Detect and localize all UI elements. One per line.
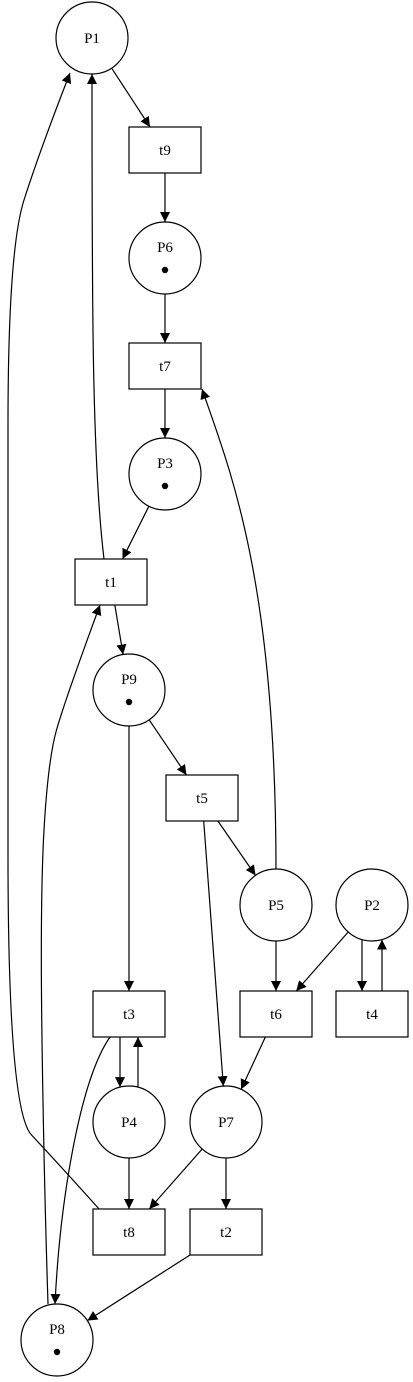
transition-t9: t9 (128, 126, 202, 174)
transition-t3: t3 (92, 990, 166, 1038)
transition-t5: t5 (165, 774, 239, 822)
place-P3: P3 (128, 437, 202, 511)
transition-t2: t2 (189, 1208, 263, 1256)
transition-t7: t7 (128, 342, 202, 390)
arc-t1-to-P9 (114, 604, 127, 655)
arc-t8-to-P1 (7, 72, 101, 1211)
place-circle (92, 653, 166, 727)
place-circle (128, 221, 202, 295)
transition-t1: t1 (74, 558, 148, 606)
transition-box (128, 342, 202, 390)
transition-box (239, 990, 313, 1038)
transition-label: t3 (123, 1007, 135, 1023)
place-P2: P2 (335, 868, 409, 942)
place-circle (189, 1085, 263, 1159)
arc-P1-to-t9 (111, 67, 151, 128)
token-dot (161, 482, 169, 490)
arc-P5-to-t7 (200, 388, 277, 871)
place-label: P2 (364, 898, 380, 914)
place-label: P5 (268, 898, 284, 914)
transition-label: t7 (159, 359, 171, 375)
transition-box (335, 990, 409, 1038)
place-P9: P9 (92, 653, 166, 727)
place-label: P8 (49, 1322, 65, 1338)
arc-P7-to-t8 (148, 1148, 203, 1210)
place-label: P9 (121, 672, 137, 688)
transition-box (189, 1208, 263, 1256)
transition-label: t4 (366, 1007, 378, 1023)
place-P6: P6 (128, 221, 202, 295)
arc-P2-to-t6 (295, 931, 349, 992)
arc-t5-to-P7 (203, 820, 228, 1087)
transition-box (92, 990, 166, 1038)
place-circle (20, 1303, 94, 1377)
transition-label: t1 (105, 575, 117, 591)
arc-t3-to-P8 (50, 1036, 111, 1305)
place-circle (92, 1085, 166, 1159)
transition-box (165, 774, 239, 822)
place-P1: P1 (55, 1, 129, 75)
transition-label: t2 (220, 1225, 232, 1241)
place-P4: P4 (92, 1085, 166, 1159)
transition-box (92, 1208, 166, 1256)
place-circle (335, 868, 409, 942)
transition-label: t9 (159, 143, 171, 159)
place-circle (128, 437, 202, 511)
arc-layer (7, 67, 387, 1322)
transition-label: t6 (270, 1007, 282, 1023)
transition-label: t8 (123, 1225, 135, 1241)
place-P7: P7 (189, 1085, 263, 1159)
place-label: P3 (157, 456, 173, 472)
place-label: P1 (84, 31, 100, 47)
arc-t5-to-P5 (217, 820, 257, 876)
place-label: P7 (218, 1115, 234, 1131)
arc-t6-to-P7 (240, 1036, 266, 1090)
place-P8: P8 (20, 1303, 94, 1377)
token-dot (161, 266, 169, 274)
transition-box (74, 558, 148, 606)
token-dot (125, 698, 133, 706)
arc-t1-to-P1 (87, 73, 105, 560)
arc-P3-to-t1 (121, 505, 150, 560)
arc-P8-to-t1 (40, 604, 102, 1305)
token-dot (53, 1348, 61, 1356)
transition-t8: t8 (92, 1208, 166, 1256)
transition-box (128, 126, 202, 174)
place-label: P4 (121, 1115, 137, 1131)
transition-t6: t6 (239, 990, 313, 1038)
place-P5: P5 (239, 868, 313, 942)
place-label: P6 (157, 240, 173, 256)
transition-t4: t4 (335, 990, 409, 1038)
place-circle (55, 1, 129, 75)
place-circle (239, 868, 313, 942)
arc-t2-to-P8 (87, 1254, 191, 1322)
arc-P9-to-t5 (148, 719, 187, 776)
transition-label: t5 (196, 791, 208, 807)
